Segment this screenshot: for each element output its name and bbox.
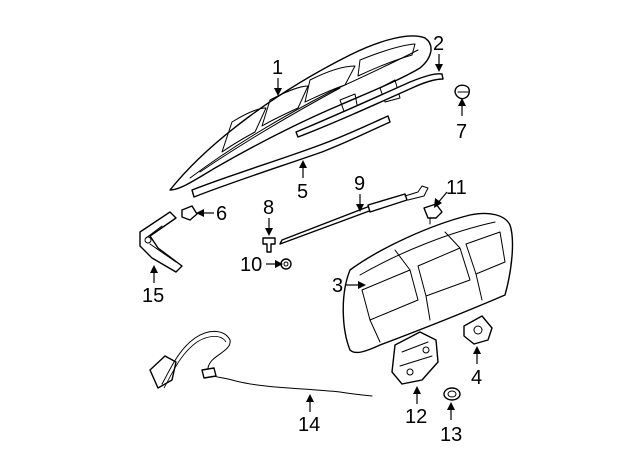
- callout-5: 5: [297, 160, 308, 203]
- callout-12: 12: [405, 386, 427, 428]
- bolt-part-8: [262, 237, 276, 253]
- callout-1: 1: [272, 57, 283, 96]
- hood-panel: [169, 35, 432, 191]
- callout-label-11: 11: [446, 177, 467, 199]
- bumper-part-13: [443, 387, 461, 401]
- bumper-part-6: [181, 205, 198, 221]
- callout-14: 14: [298, 394, 320, 436]
- callout-2: 2: [433, 33, 444, 72]
- callout-label-13: 13: [440, 424, 462, 446]
- callout-10: 10: [240, 254, 283, 276]
- callout-3: 3: [332, 275, 366, 297]
- callout-label-6: 6: [216, 203, 227, 225]
- callout-label-15: 15: [142, 285, 164, 307]
- clip-part-11: [423, 203, 443, 225]
- callout-label-10: 10: [240, 254, 262, 276]
- callout-label-8: 8: [263, 197, 274, 219]
- callout-label-1: 1: [272, 57, 283, 79]
- callout-15: 15: [142, 265, 164, 307]
- callout-label-5: 5: [297, 181, 308, 203]
- callout-13: 13: [440, 402, 462, 446]
- callout-label-7: 7: [456, 121, 467, 143]
- prop-rod: [279, 185, 429, 245]
- callout-4: 4: [471, 346, 482, 389]
- release-cable: [149, 331, 373, 397]
- callout-6: 6: [196, 203, 227, 225]
- callout-label-3: 3: [332, 275, 343, 297]
- callout-label-12: 12: [405, 406, 427, 428]
- hood-seal: [191, 115, 391, 198]
- callout-9: 9: [354, 173, 365, 212]
- hood-latch: [391, 331, 439, 385]
- hood-inner-panel: [342, 212, 514, 354]
- hood-hinge: [139, 211, 183, 273]
- callout-11: 11: [434, 177, 467, 208]
- callout-8: 8: [263, 197, 274, 236]
- hood-weatherstrip: [295, 73, 444, 138]
- callout-label-14: 14: [298, 414, 320, 436]
- latch-part-4: [463, 315, 493, 345]
- callout-label-2: 2: [433, 33, 444, 55]
- callout-label-4: 4: [471, 367, 482, 389]
- clip-part-7: [454, 84, 470, 100]
- callout-7: 7: [456, 98, 467, 143]
- callout-label-9: 9: [354, 173, 365, 195]
